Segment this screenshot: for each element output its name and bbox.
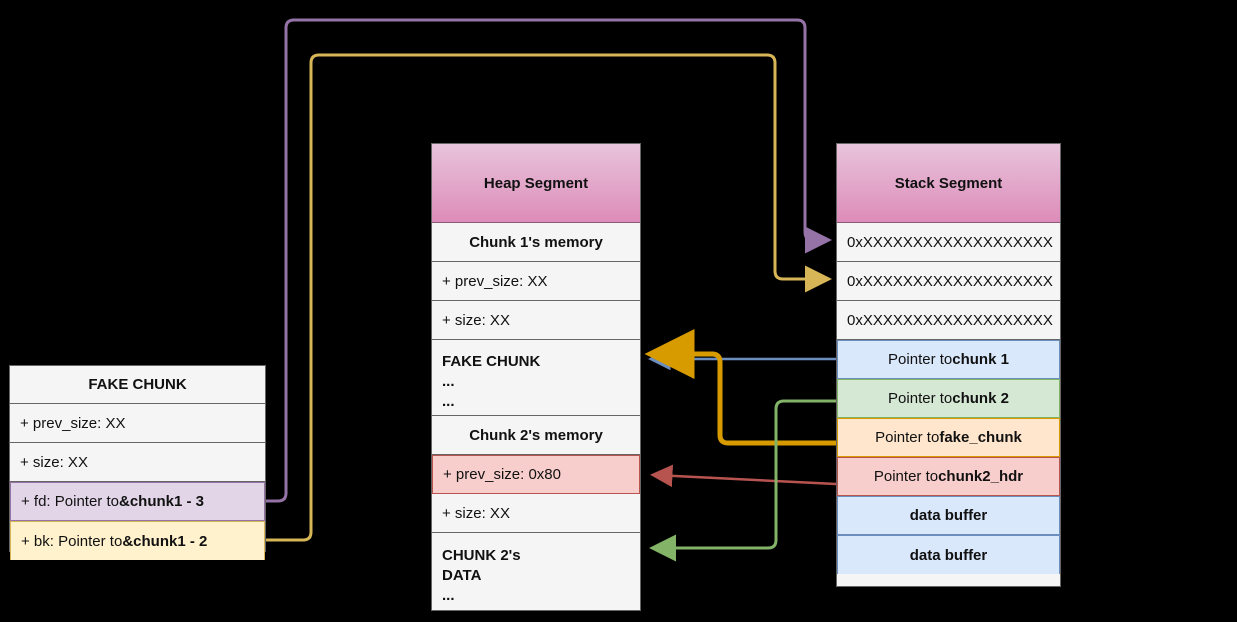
fake-chunk-row-fd: + fd: Pointer to &chunk1 - 3	[10, 482, 265, 521]
stack-row-pointer-to-chunk2-hdr: Pointer to chunk2_hdr	[837, 457, 1060, 496]
stack-row-pointer-to-chunk-1-prefix: Pointer to	[888, 351, 953, 368]
fake-chunk-row-fd-target: &chunk1 - 3	[118, 493, 205, 510]
heap-segment-title: Heap Segment	[432, 144, 640, 223]
connector-chunk2hdr-pointer-to-heap	[650, 464, 838, 488]
heap-row-chunk2-memory: Chunk 2's memory	[432, 416, 640, 455]
heap-row-chunk2-size: + size: XX	[432, 494, 640, 533]
stack-row-pointer-to-chunk-1: Pointer to chunk 1	[837, 340, 1060, 379]
fake-chunk-box: FAKE CHUNK + prev_size: XX + size: XX + …	[9, 365, 266, 560]
stack-row-pointer-to-fake-chunk: Pointer to fake_chunk	[837, 418, 1060, 457]
stack-row-data-buffer-2: data buffer	[837, 535, 1060, 574]
stack-row-pointer-to-chunk2-hdr-prefix: Pointer to	[873, 468, 939, 485]
stack-row-pointer-to-chunk-2: Pointer to chunk 2	[837, 379, 1060, 418]
heap-row-chunk1-size: + size: XX	[432, 301, 640, 340]
fake-chunk-title: FAKE CHUNK	[10, 366, 265, 404]
fake-chunk-row-bk: + bk: Pointer to &chunk1 - 2	[10, 521, 265, 560]
stack-row-data-buffer-1: data buffer	[837, 496, 1060, 535]
stack-row-pointer-to-chunk-1-target: chunk 1	[952, 351, 1009, 368]
heap-row-fake-chunk-label: FAKE CHUNK......	[442, 353, 541, 410]
fake-chunk-row-prev-size: + prev_size: XX	[10, 404, 265, 443]
fake-chunk-row-bk-target: &chunk1 - 2	[122, 532, 208, 550]
stack-segment-title: Stack Segment	[837, 144, 1060, 223]
heap-row-chunk1-prev-size: + prev_size: XX	[432, 262, 640, 301]
connector-chunk2-pointer-to-heap	[649, 399, 838, 562]
connector-fake-chunk-pointer-to-heap	[644, 329, 839, 446]
stack-row-address-2: 0xXXXXXXXXXXXXXXXXXXX	[837, 262, 1060, 301]
stack-row-pointer-to-chunk2-hdr-target: chunk2_hdr	[938, 468, 1024, 485]
fake-chunk-row-fd-prefix: + fd: Pointer to	[21, 493, 119, 510]
stack-row-pointer-to-fake-chunk-prefix: Pointer to	[875, 429, 940, 446]
heap-row-chunk2-prev-size: + prev_size: 0x80	[432, 455, 640, 494]
heap-row-chunk1-memory: Chunk 1's memory	[432, 223, 640, 262]
stack-row-address-1: 0xXXXXXXXXXXXXXXXXXXX	[837, 223, 1060, 262]
heap-segment-box: Heap Segment Chunk 1's memory + prev_siz…	[431, 143, 641, 611]
stack-row-pointer-to-chunk-2-prefix: Pointer to	[888, 390, 953, 407]
stack-segment-box: Stack Segment 0xXXXXXXXXXXXXXXXXXXX 0xXX…	[836, 143, 1061, 587]
stack-row-pointer-to-chunk-2-target: chunk 2	[952, 390, 1009, 407]
stack-row-pointer-to-fake-chunk-target: fake_chunk	[939, 429, 1022, 446]
heap-row-fake-chunk: FAKE CHUNK......	[432, 340, 640, 416]
stack-row-address-3: 0xXXXXXXXXXXXXXXXXXXX	[837, 301, 1060, 340]
fake-chunk-row-bk-prefix: + bk: Pointer to	[21, 532, 123, 550]
fake-chunk-row-size: + size: XX	[10, 443, 265, 482]
